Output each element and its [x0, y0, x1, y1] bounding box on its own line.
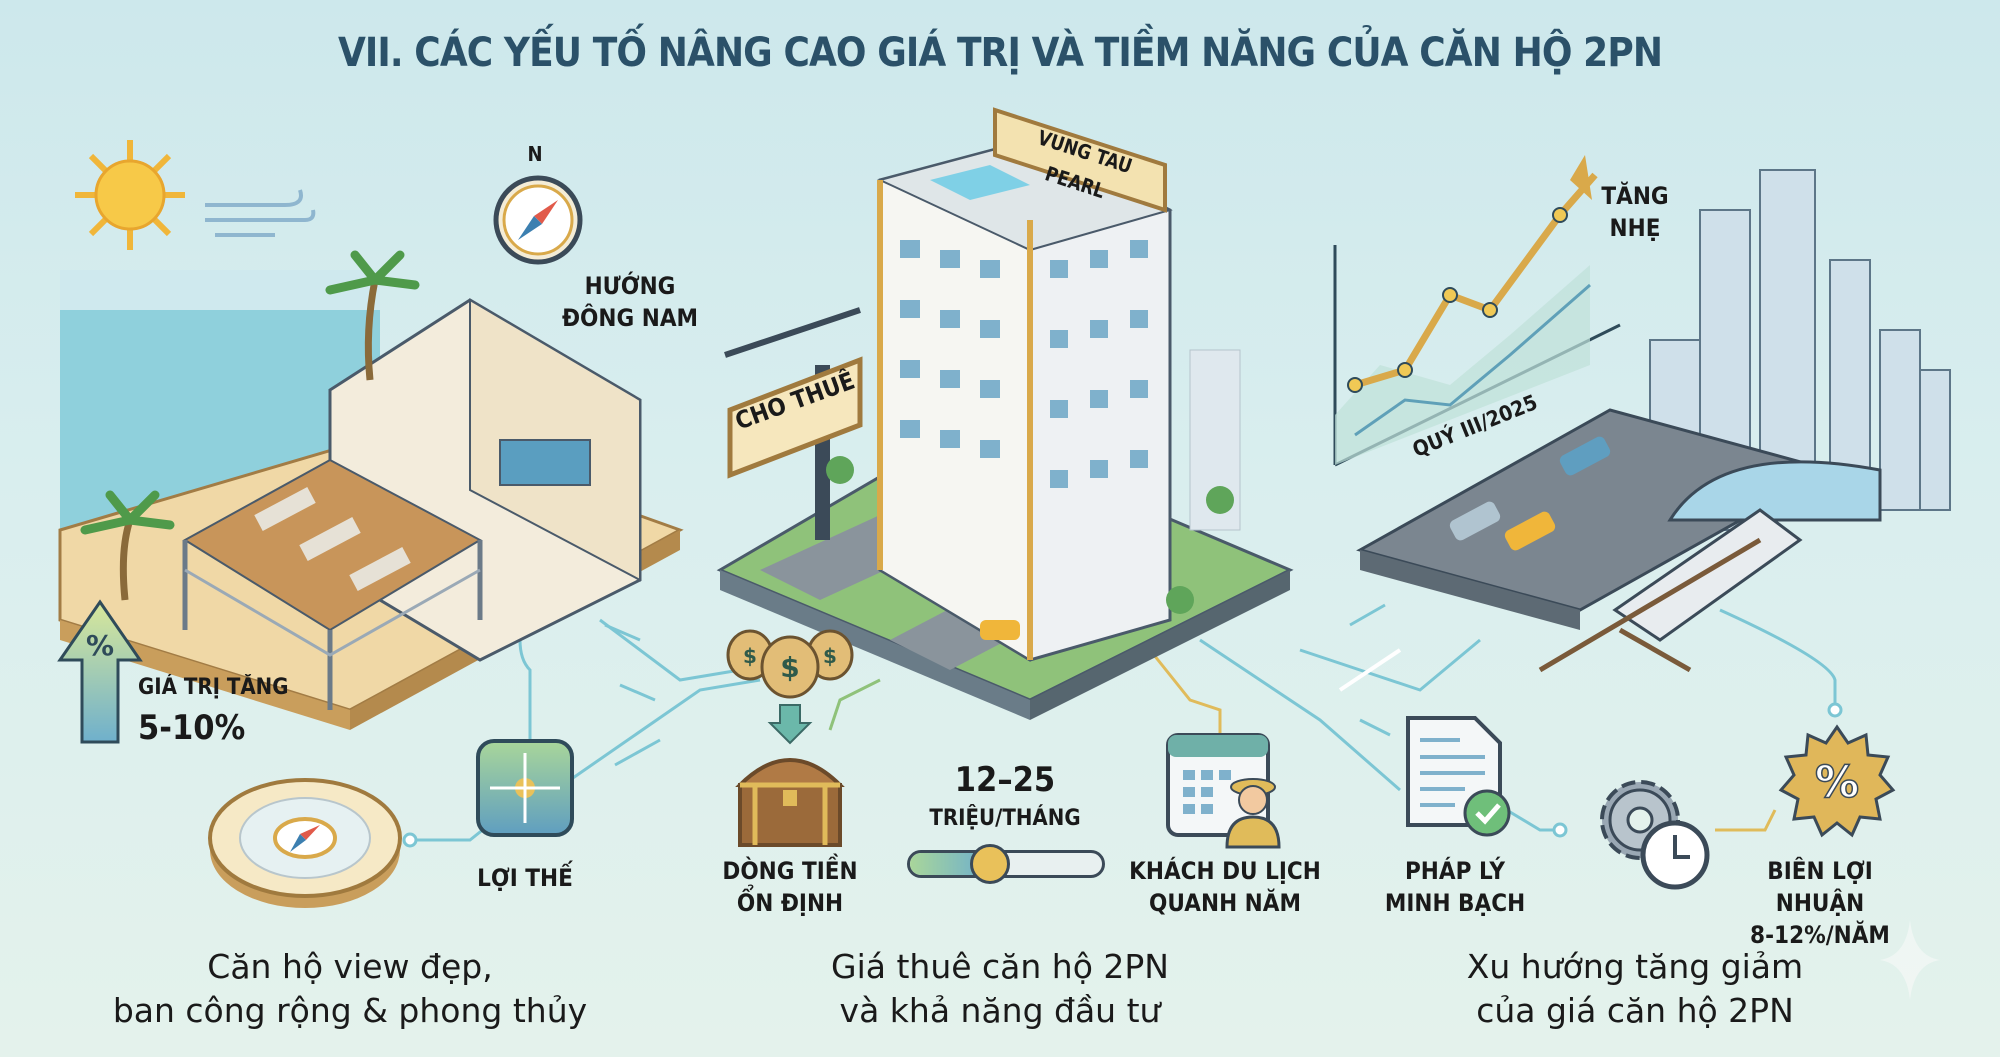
- margin-line2: 8-12%/NĂM: [1750, 921, 1890, 949]
- rent-slider-fill: [910, 853, 987, 875]
- direction-text: HƯỚNG ĐÔNG NAM: [561, 272, 699, 332]
- caption-view-line2: ban công rộng & phong thủy: [112, 991, 588, 1030]
- badge-symbol: %: [1815, 757, 1859, 808]
- city-transit-illustration: [1356, 169, 1951, 673]
- legal-line1: PHÁP LÝ: [1404, 857, 1506, 885]
- money-bags-icon: $ $ $: [726, 629, 854, 745]
- arrow-symbol: %: [86, 629, 114, 662]
- tourist-calendar-icon: [1166, 733, 1281, 849]
- trend-line1: TĂNG: [1601, 182, 1669, 210]
- value-label: GIÁ TRỊ TĂNG: [138, 675, 289, 700]
- advantage-label: LỢI THẾ: [477, 864, 573, 892]
- building-sign: [993, 107, 1167, 213]
- cashflow-label: DÒNG TIỀN ỔN ĐỊNH: [709, 855, 871, 919]
- rent-unit: TRIỆU/THÁNG: [929, 806, 1081, 831]
- tourist-line2: QUANH NĂM: [1149, 889, 1301, 917]
- caption-view-line1: Căn hộ view đẹp,: [207, 947, 493, 986]
- sparkle-icon: [1880, 920, 1940, 1000]
- caption-rent-line2: và khả năng đầu tư: [839, 991, 1161, 1030]
- cashflow-line2: ỔN ĐỊNH: [736, 889, 844, 917]
- caption-trend-line2: của giá căn hộ 2PN: [1476, 991, 1794, 1030]
- legal-document-icon: [1406, 716, 1511, 837]
- rent-slider-knob: [969, 844, 1010, 884]
- margin-label: BIÊN LỢI NHUẬN 8-12%/NĂM: [1730, 855, 1910, 951]
- feng-shui-compass-icon: [208, 778, 402, 908]
- direction-label: HƯỚNG ĐÔNG NAM: [549, 270, 711, 334]
- price-trend-illustration: [1333, 155, 1621, 467]
- legal-label: PHÁP LÝ MINH BẠCH: [1374, 855, 1536, 919]
- beach-apartment-illustration: [58, 250, 684, 730]
- caption-view: Căn hộ view đẹp, ban công rộng & phong t…: [70, 945, 630, 1033]
- svg-text:$: $: [743, 644, 757, 668]
- trend-label: TĂNG NHẸ: [1595, 180, 1676, 244]
- trend-line2: NHẸ: [1609, 214, 1661, 242]
- advantage-icon: [476, 739, 574, 837]
- tourist-label: KHÁCH DU LỊCH QUANH NĂM: [1126, 855, 1324, 919]
- rent-slider: [907, 844, 1105, 884]
- margin-line1: BIÊN LỢI NHUẬN: [1767, 857, 1873, 917]
- caption-rent: Giá thuê căn hộ 2PN và khả năng đầu tư: [720, 945, 1280, 1033]
- value-up-arrow-icon: %: [57, 599, 143, 744]
- gear-clock-icon: [1600, 780, 1710, 890]
- svg-text:$: $: [780, 651, 799, 684]
- caption-trend-line1: Xu hướng tăng giảm: [1466, 947, 1804, 986]
- compass-icon: [493, 175, 583, 265]
- tourist-line1: KHÁCH DU LỊCH: [1129, 857, 1321, 885]
- wind-icon: [205, 189, 316, 237]
- sun-icon: [75, 140, 185, 250]
- legal-line2: MINH BẠCH: [1384, 889, 1526, 917]
- svg-text:$: $: [823, 644, 837, 668]
- treasure-chest-icon: [735, 758, 845, 847]
- caption-rent-line1: Giá thuê căn hộ 2PN: [831, 947, 1169, 986]
- percent-badge-icon: %: [1778, 724, 1896, 838]
- rent-sign: [724, 307, 863, 479]
- compass-north-letter: N: [527, 142, 543, 166]
- cashflow-line1: DÒNG TIỀN: [722, 857, 858, 885]
- building-illustration: [716, 138, 1294, 720]
- value-range: 5-10%: [138, 708, 246, 748]
- page-title: VII. CÁC YẾU TỐ NÂNG CAO GIÁ TRỊ VÀ TIỀM…: [337, 30, 1663, 76]
- rent-range: 12–25: [954, 760, 1056, 800]
- caption-trend: Xu hướng tăng giảm của giá căn hộ 2PN: [1355, 945, 1915, 1033]
